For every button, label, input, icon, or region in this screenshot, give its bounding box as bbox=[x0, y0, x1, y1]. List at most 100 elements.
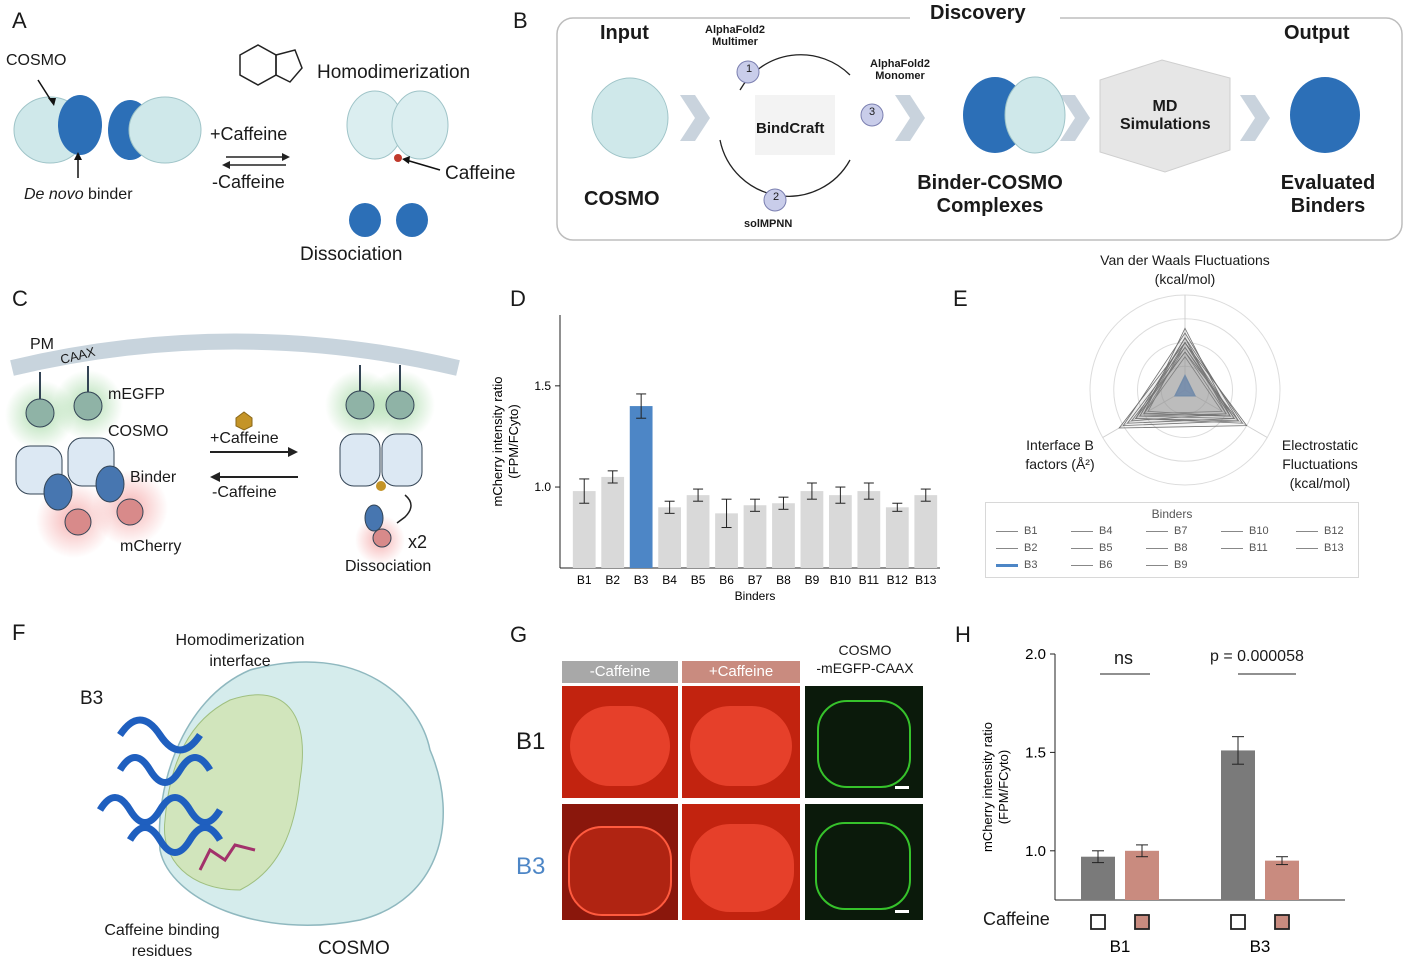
radar-series-b12 bbox=[1143, 327, 1231, 417]
step-1-badge: 1 bbox=[745, 63, 753, 75]
radar-series-b3 bbox=[1173, 374, 1197, 397]
label-f-caffeine-residues: Caffeine binding residues bbox=[82, 920, 242, 962]
x-tick-label: B11 bbox=[859, 573, 880, 587]
bar-b7 bbox=[743, 505, 767, 568]
caffeine-condition-box bbox=[1134, 914, 1150, 930]
legend-entry-b9: B9 bbox=[1146, 559, 1187, 571]
bar-b3-series-1 bbox=[1221, 750, 1255, 900]
bar-b4 bbox=[658, 507, 681, 568]
radar-series-b5 bbox=[1130, 351, 1227, 422]
radar-axis-right-label: Electrostatic Fluctuations (kcal/mol) bbox=[1265, 436, 1375, 493]
legend-entry-b3: B3 bbox=[996, 559, 1037, 571]
label-b-af-multimer-line2: Multimer bbox=[712, 36, 758, 48]
legend-label: B10 bbox=[1249, 525, 1269, 537]
label-a-de-novo: De novo bbox=[24, 186, 84, 203]
header-cosmo-line2: -mEGFP-CAAX bbox=[816, 660, 914, 676]
legend-entry-b12: B12 bbox=[1296, 525, 1344, 537]
label-a-homodimerization: Homodimerization bbox=[317, 62, 471, 83]
legend-entry-b8: B8 bbox=[1146, 542, 1187, 554]
legend-label: B3 bbox=[1024, 559, 1038, 571]
label-c-mcherry: mCherry bbox=[120, 538, 182, 555]
label-b-md: MD Simulations bbox=[1120, 98, 1211, 134]
micrograph-b1-gfp bbox=[805, 686, 923, 798]
chevron-icon bbox=[680, 95, 1270, 141]
bar-b8 bbox=[772, 503, 795, 568]
legend-swatch bbox=[1221, 530, 1243, 532]
header-plus-caffeine: +Caffeine bbox=[682, 661, 800, 683]
x-tick-label: B3 bbox=[634, 573, 649, 587]
legend-label: B8 bbox=[1174, 542, 1188, 554]
cosmo-monomer-left bbox=[13, 95, 202, 164]
micrograph-b3-plus bbox=[682, 804, 800, 920]
label-b-md-line1: MD bbox=[1152, 98, 1178, 115]
label-c-x2: x2 bbox=[408, 532, 428, 552]
caffeine-molecule-icon bbox=[239, 44, 303, 86]
radar-axis-top-label: Van der Waals Fluctuations (kcal/mol) bbox=[1070, 251, 1300, 289]
radar-chart-binder-properties bbox=[1089, 294, 1281, 486]
label-b-cosmo: COSMO bbox=[584, 188, 660, 210]
legend-entry-b1: B1 bbox=[996, 525, 1037, 537]
label-f-caffeine-line2: residues bbox=[131, 943, 193, 960]
panel-label-g: G bbox=[510, 622, 528, 647]
label-b-af-multimer: AlphaFold2 Multimer bbox=[690, 24, 780, 48]
x-tick-label: B9 bbox=[805, 573, 820, 587]
legend-entry-b11: B11 bbox=[1221, 542, 1268, 554]
bar-b11 bbox=[857, 491, 881, 568]
label-b-discovery: Discovery bbox=[930, 2, 1026, 24]
legend-label: B2 bbox=[1024, 542, 1038, 554]
legend-label: B13 bbox=[1324, 542, 1344, 554]
label-b-af-monomer: AlphaFold2 Monomer bbox=[860, 58, 940, 82]
x-tick-label: B5 bbox=[691, 573, 706, 587]
bar-b1-series-1 bbox=[1081, 856, 1115, 900]
legend-entry-b4: B4 bbox=[1071, 525, 1112, 537]
label-b-complex-line2: Complexes bbox=[936, 195, 1044, 217]
label-c-binder: Binder bbox=[130, 469, 177, 486]
legend-label: B4 bbox=[1099, 525, 1113, 537]
bar-b12 bbox=[885, 507, 909, 568]
panel-label-d: D bbox=[510, 286, 526, 311]
label-f-homodim-line1: Homodimerization bbox=[175, 632, 305, 649]
x-tick-label: B1 bbox=[577, 573, 592, 587]
legend-label: B11 bbox=[1249, 542, 1268, 554]
label-b-complex-line1: Binder-COSMO bbox=[917, 172, 1063, 194]
bar-b1 bbox=[572, 491, 596, 568]
label-b-af-monomer-line2: Monomer bbox=[875, 70, 925, 82]
radar-legend-title: Binders bbox=[1151, 507, 1193, 521]
x-tick-label: B12 bbox=[887, 573, 909, 587]
caffeine-condition-box bbox=[1230, 914, 1246, 930]
label-b-af-multimer-line1: AlphaFold2 bbox=[705, 24, 765, 36]
radar-axis-left-label: Interface B factors (Å²) bbox=[1010, 436, 1110, 474]
label-c-pm: PM bbox=[30, 336, 54, 353]
radar-series-b11 bbox=[1134, 351, 1240, 422]
legend-entry-b10: B10 bbox=[1221, 525, 1269, 537]
legend-entry-b6: B6 bbox=[1071, 559, 1112, 571]
x-axis-label: Binders bbox=[735, 589, 776, 603]
panel-label-h: H bbox=[955, 622, 971, 647]
legend-label: B7 bbox=[1174, 525, 1188, 537]
label-b-input: Input bbox=[600, 22, 649, 44]
legend-entry-b5: B5 bbox=[1071, 542, 1112, 554]
x-tick-label: B7 bbox=[748, 573, 763, 587]
legend-swatch bbox=[1071, 547, 1093, 549]
y-tick-label: 1.0 bbox=[534, 480, 551, 494]
panel-c-assay-diagram bbox=[5, 333, 460, 565]
y-tick-label: 1.0 bbox=[1025, 843, 1046, 860]
y-axis-label: mCherry intensity ratio(FPM/FCyto) bbox=[980, 722, 1011, 852]
radar-axis-left-line2: factors (Å²) bbox=[1025, 456, 1095, 472]
panel-label-b: B bbox=[513, 8, 528, 33]
legend-label: B1 bbox=[1024, 525, 1038, 537]
header-minus-caffeine: -Caffeine bbox=[562, 661, 678, 683]
legend-label: B5 bbox=[1099, 542, 1113, 554]
step-3-badge: 3 bbox=[868, 106, 876, 118]
label-b-evaluated: Evaluated Binders bbox=[1268, 172, 1388, 218]
label-c-cosmo: COSMO bbox=[108, 423, 169, 440]
label-a-minus-caffeine: -Caffeine bbox=[212, 172, 285, 192]
label-c-megfp: mEGFP bbox=[108, 386, 165, 403]
radar-axis-top-line1: Van der Waals Fluctuations bbox=[1100, 252, 1270, 268]
legend-label: B12 bbox=[1324, 525, 1344, 537]
bar-b6 bbox=[715, 513, 738, 568]
label-b-eval-line2: Binders bbox=[1290, 195, 1366, 217]
